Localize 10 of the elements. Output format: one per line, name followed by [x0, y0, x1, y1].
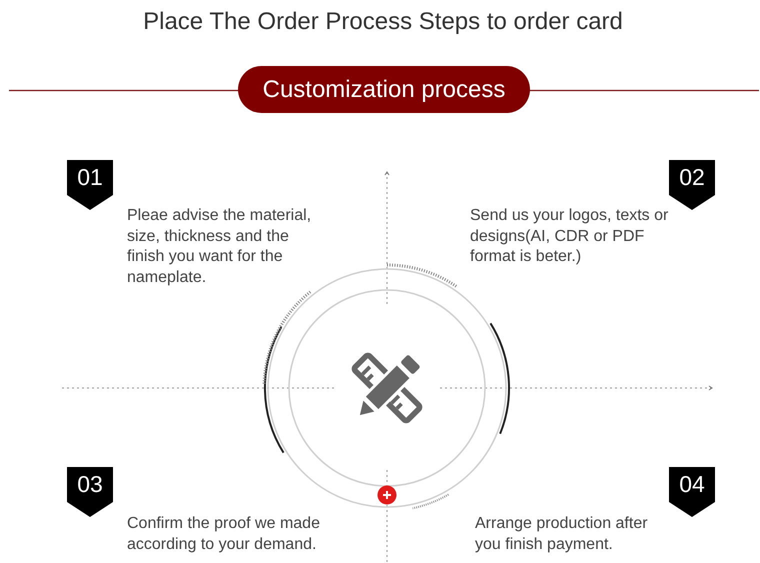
step-number-badge: 01 — [67, 160, 113, 210]
step-number-badge: 02 — [669, 160, 715, 210]
step-description: Send us your logos, texts or designs(AI, CDR or PDF format is beter.) — [470, 206, 670, 267]
step-description: Confirm the proof we made according to your demand. — [127, 514, 321, 554]
page-title: Place The Order Process Steps to order card — [142, 7, 624, 37]
section-heading-pill: Customization process — [238, 66, 530, 113]
step-number-badge: 03 — [67, 467, 113, 517]
step-description: Pleae advise the material, size, thickness and the finish you want for the nameplate. — [127, 206, 312, 288]
step-description: Arrange production after you finish payment. — [475, 514, 649, 554]
step-number-badge: 04 — [669, 467, 715, 517]
